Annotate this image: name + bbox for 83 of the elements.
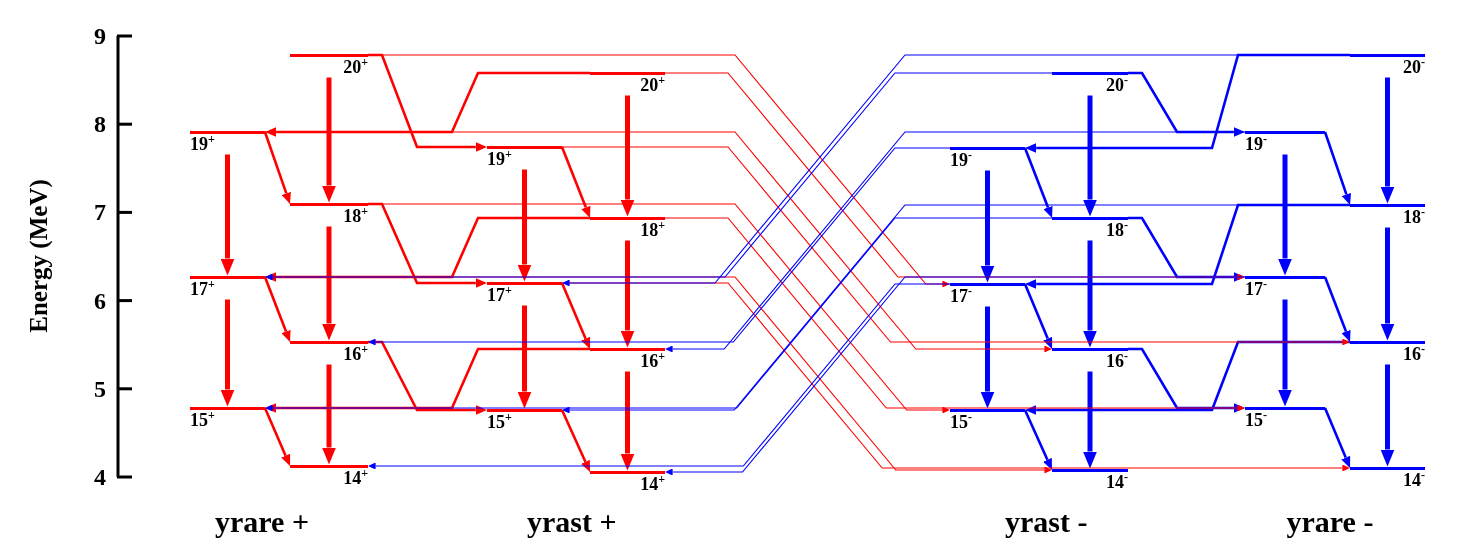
transition-arrow <box>665 131 1246 353</box>
transition-arrow <box>263 407 291 465</box>
energy-level: 14$^{-}$ <box>1350 466 1425 491</box>
energy-level: 15$^{+}$ <box>487 408 562 433</box>
energy-level: 17$^{-}$ <box>950 282 1025 307</box>
energy-level: 19$^{+}$ <box>487 145 562 170</box>
energy-level: 14$^{-}$ <box>1052 468 1128 493</box>
axis-tick-label: 9 <box>94 23 106 49</box>
transition-arrow <box>980 170 995 280</box>
energy-level: 17$^{-}$ <box>1245 275 1325 300</box>
energy-level: 16$^{-}$ <box>1052 347 1128 372</box>
energy-level: 19$^{+}$ <box>190 130 265 155</box>
transition-arrow <box>1380 364 1395 464</box>
transition-arrow <box>1083 371 1097 466</box>
energy-level: 16$^{+}$ <box>590 347 665 372</box>
energy-level: 20$^{+}$ <box>590 71 665 96</box>
transition-arrow <box>980 306 995 406</box>
energy-level: 20$^{-}$ <box>1350 53 1425 78</box>
axis-tick-label: 4 <box>94 464 106 490</box>
axis-tick-label: 7 <box>94 199 106 226</box>
transition-arrow <box>1083 95 1097 214</box>
axis-tick-label: 8 <box>94 111 106 138</box>
transition-arrow <box>1128 71 1244 137</box>
transition-arrow <box>1023 409 1052 469</box>
transition-arrow <box>620 95 635 214</box>
transition-arrow <box>1323 131 1351 204</box>
energy-level: 16$^{-}$ <box>1350 340 1425 365</box>
transition-arrow <box>560 409 590 471</box>
transition-arrow <box>266 71 590 137</box>
energy-level: 19$^{-}$ <box>950 146 1025 171</box>
transition-arrow <box>1278 154 1292 273</box>
energy-level: 18$^{-}$ <box>1052 216 1128 241</box>
transition-arrow <box>1323 407 1351 467</box>
energy-level: 14$^{+}$ <box>290 464 368 489</box>
energy-level: 20$^{+}$ <box>290 53 368 78</box>
band-label: yrast - <box>1005 506 1088 538</box>
transition-arrow <box>1323 276 1351 341</box>
transition-arrow <box>368 283 951 470</box>
energy-level: 18$^{+}$ <box>590 216 665 241</box>
transition-arrow <box>560 146 591 217</box>
transition-arrow <box>220 299 235 404</box>
energy-level: 15$^{-}$ <box>950 408 1025 433</box>
transition-arrow <box>368 147 951 346</box>
energy-level: 19$^{-}$ <box>1245 130 1325 155</box>
transition-arrow <box>265 217 1053 412</box>
energy-level: 18$^{+}$ <box>290 202 368 227</box>
transition-arrow <box>1023 283 1053 348</box>
transition-arrow <box>1380 77 1395 201</box>
transition-arrow <box>265 72 1053 281</box>
energy-level: 18$^{-}$ <box>1350 203 1425 228</box>
energy-level: 15$^{-}$ <box>1245 406 1325 431</box>
transition-arrow <box>620 371 635 468</box>
band-label: yrare + <box>215 506 309 538</box>
energy-level: 16$^{+}$ <box>290 340 368 365</box>
transition-arrow <box>1278 299 1292 404</box>
transition-arrow <box>322 364 336 462</box>
axis-tick-label: 5 <box>94 375 106 402</box>
transition-arrow <box>263 131 291 203</box>
band-label: yrast + <box>527 506 617 538</box>
transition-arrow <box>322 226 336 338</box>
transition-arrow <box>368 340 486 415</box>
energy-level: 15$^{+}$ <box>190 406 265 431</box>
axis-tick-label: 6 <box>94 287 106 314</box>
transition-arrow <box>561 146 1350 346</box>
transition-arrow <box>322 77 336 200</box>
transition-arrow <box>1083 240 1097 345</box>
transition-arrow <box>517 305 532 406</box>
transition-arrow <box>665 276 1246 476</box>
transition-arrow <box>264 131 1052 353</box>
transition-arrow <box>620 240 635 345</box>
axis-title: Energy (MeV) <box>24 179 53 333</box>
energy-level: 20$^{-}$ <box>1052 71 1128 96</box>
transition-arrow <box>1380 227 1395 338</box>
energy-level: 17$^{+}$ <box>190 275 265 300</box>
transition-arrow <box>664 217 1245 412</box>
energy-level: 14$^{+}$ <box>590 470 665 495</box>
band-label: yrare - <box>1286 506 1374 538</box>
transition-arrow <box>517 169 532 279</box>
energy-level: 17$^{+}$ <box>487 281 562 306</box>
transition-arrow <box>220 154 235 273</box>
transition-arrow <box>1023 147 1053 217</box>
transition-arrow <box>560 282 591 348</box>
transition-arrow <box>263 276 291 341</box>
